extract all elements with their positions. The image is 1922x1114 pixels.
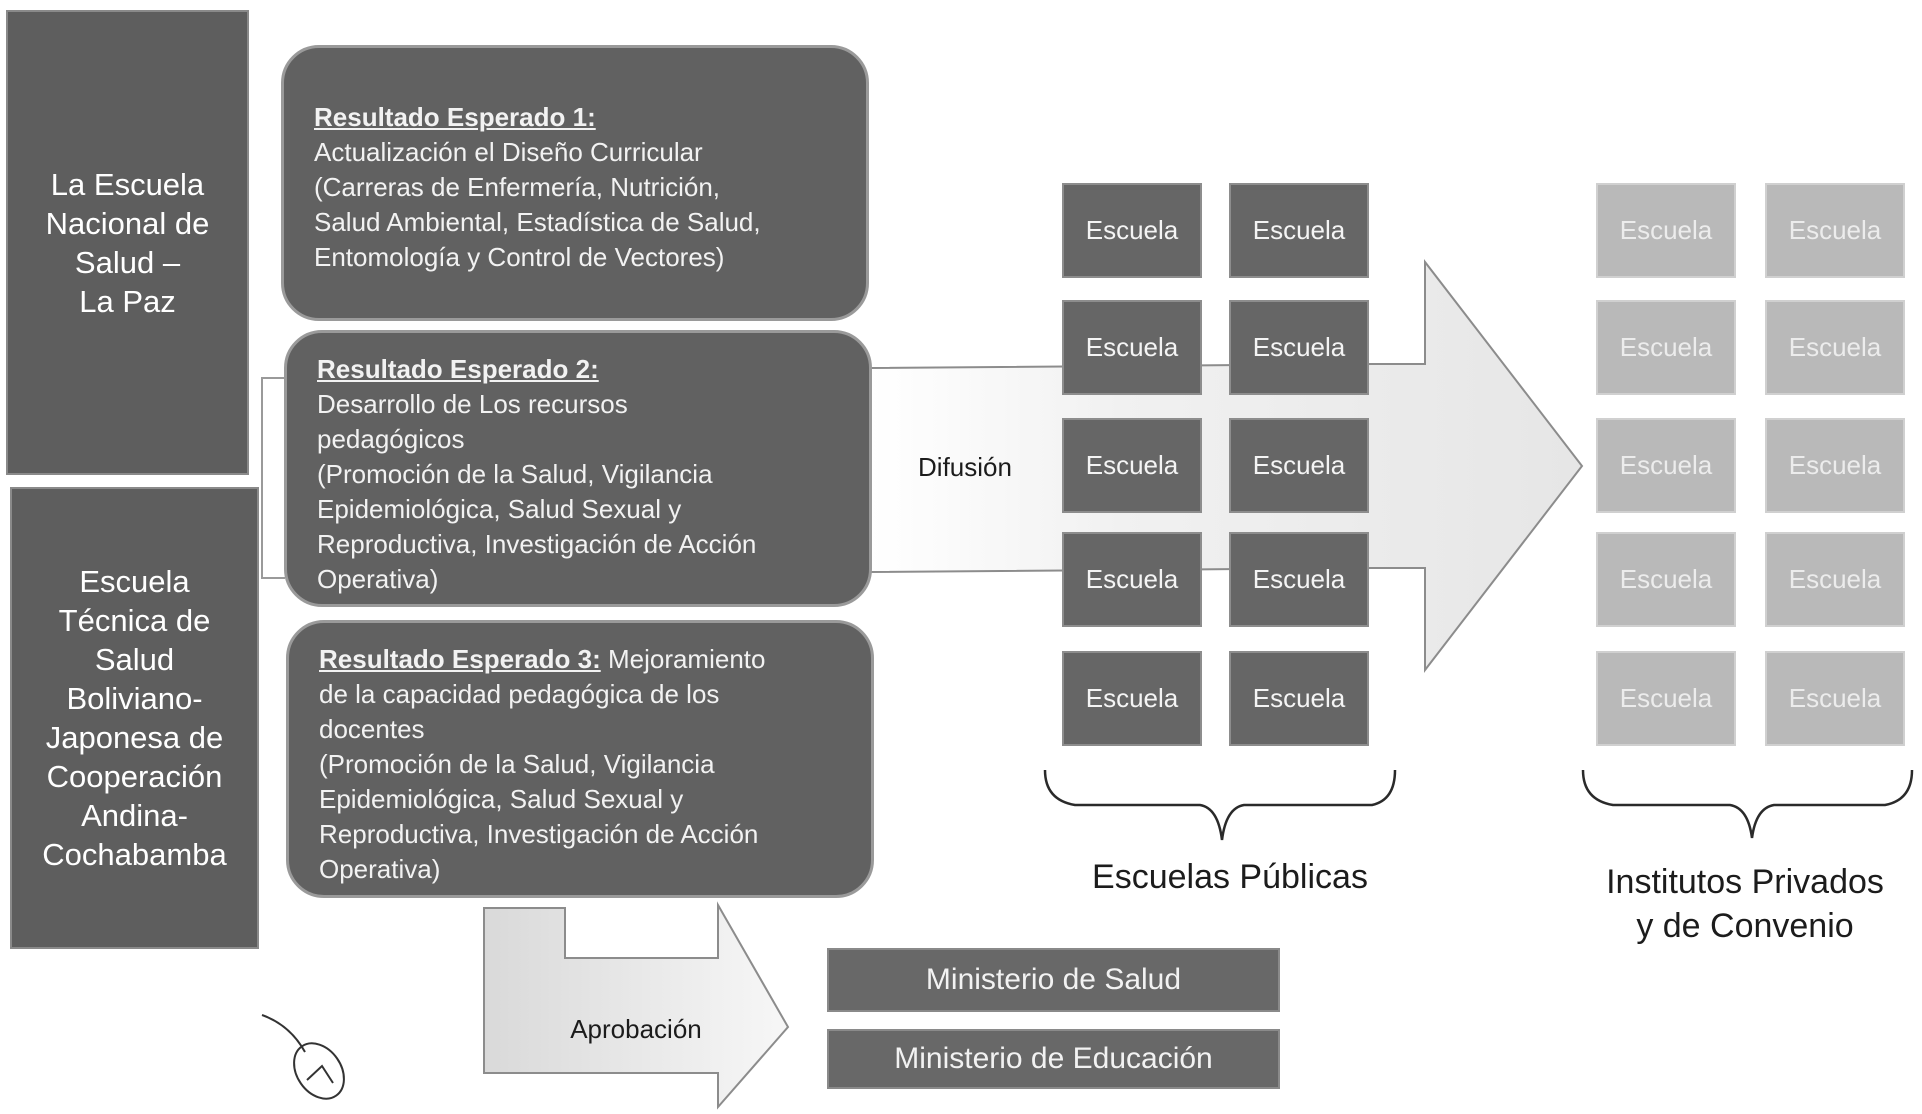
result-title-1: Resultado Esperado 1: — [314, 102, 596, 132]
private-school-cell-label: Escuela — [1788, 215, 1882, 245]
private-school-cell-label: Escuela — [1619, 564, 1713, 594]
private-school-cell-label: Escuela — [1788, 332, 1882, 362]
public-school-cell: Escuela — [1229, 300, 1369, 395]
public-school-cell-label: Escuela — [1252, 564, 1346, 594]
school-name-la-paz: La Escuela Nacional de Salud – La Paz — [45, 166, 210, 319]
private-school-cell: Escuela — [1596, 532, 1736, 627]
public-school-cell: Escuela — [1062, 651, 1202, 746]
public-school-cell: Escuela — [1062, 532, 1202, 627]
public-schools-bracket — [1043, 769, 1397, 841]
result-body-1: Actualización el Diseño Curricular (Carr… — [314, 137, 761, 272]
ministry-education-label: Ministerio de Educación — [894, 1042, 1213, 1075]
result-box-2: Resultado Esperado 2: Desarrollo de Los … — [284, 330, 872, 607]
public-school-cell-label: Escuela — [1252, 683, 1346, 713]
result-title-2: Resultado Esperado 2: — [317, 354, 599, 384]
private-school-cell: Escuela — [1765, 418, 1905, 513]
public-school-cell: Escuela — [1229, 651, 1369, 746]
school-name-cochabamba: Escuela Técnica de Salud Boliviano- Japo… — [42, 564, 227, 872]
public-school-cell: Escuela — [1062, 300, 1202, 395]
private-school-cell: Escuela — [1765, 532, 1905, 627]
private-school-cell-label: Escuela — [1619, 215, 1713, 245]
private-school-cell: Escuela — [1765, 183, 1905, 278]
public-school-cell: Escuela — [1062, 418, 1202, 513]
public-school-cell: Escuela — [1229, 418, 1369, 513]
private-school-cell: Escuela — [1596, 418, 1736, 513]
school-box-la-paz: La Escuela Nacional de Salud – La Paz — [6, 10, 249, 475]
private-school-cell: Escuela — [1765, 651, 1905, 746]
ministry-health-label: Ministerio de Salud — [925, 963, 1182, 996]
private-school-cell-label: Escuela — [1619, 683, 1713, 713]
public-school-cell-label: Escuela — [1252, 332, 1346, 362]
private-school-cell-label: Escuela — [1788, 450, 1882, 480]
private-school-cell: Escuela — [1596, 651, 1736, 746]
result-box-1: Resultado Esperado 1: Actualización el D… — [281, 45, 869, 321]
result-title-3: Resultado Esperado 3: — [319, 644, 601, 674]
public-school-cell-label: Escuela — [1252, 450, 1346, 480]
private-schools-bracket — [1581, 769, 1914, 839]
private-school-cell: Escuela — [1765, 300, 1905, 395]
approval-arrow — [483, 901, 790, 1110]
public-school-cell-label: Escuela — [1085, 564, 1179, 594]
mouse-icon — [261, 1014, 345, 1100]
result-box-3: Resultado Esperado 3: Mejoramiento de la… — [286, 620, 874, 898]
left-connector — [261, 377, 285, 579]
private-school-cell-label: Escuela — [1619, 450, 1713, 480]
public-schools-caption: Escuelas Públicas — [1092, 858, 1368, 896]
public-school-cell-label: Escuela — [1252, 215, 1346, 245]
public-school-cell-label: Escuela — [1085, 450, 1179, 480]
private-school-cell: Escuela — [1596, 183, 1736, 278]
public-school-cell-label: Escuela — [1085, 215, 1179, 245]
public-school-cell: Escuela — [1229, 183, 1369, 278]
private-school-cell-label: Escuela — [1788, 683, 1882, 713]
private-school-cell-label: Escuela — [1619, 332, 1713, 362]
approval-label: Aprobación — [570, 1014, 702, 1044]
ministry-education: Ministerio de Educación — [827, 1029, 1280, 1089]
result-title-3-suffix: Mejoramiento — [600, 644, 766, 674]
private-school-cell-label: Escuela — [1788, 564, 1882, 594]
public-school-cell-label: Escuela — [1085, 332, 1179, 362]
ministry-health: Ministerio de Salud — [827, 948, 1280, 1012]
school-box-cochabamba: Escuela Técnica de Salud Boliviano- Japo… — [10, 487, 259, 949]
private-school-cell: Escuela — [1596, 300, 1736, 395]
result-body-3: de la capacidad pedagógica de los docent… — [319, 679, 759, 884]
result-body-2: Desarrollo de Los recursos pedagógicos (… — [317, 389, 757, 594]
private-schools-caption: Institutos Privados y de Convenio — [1606, 863, 1884, 945]
diffusion-label: Difusión — [918, 452, 1012, 482]
public-school-cell: Escuela — [1229, 532, 1369, 627]
public-school-cell-label: Escuela — [1085, 683, 1179, 713]
public-school-cell: Escuela — [1062, 183, 1202, 278]
